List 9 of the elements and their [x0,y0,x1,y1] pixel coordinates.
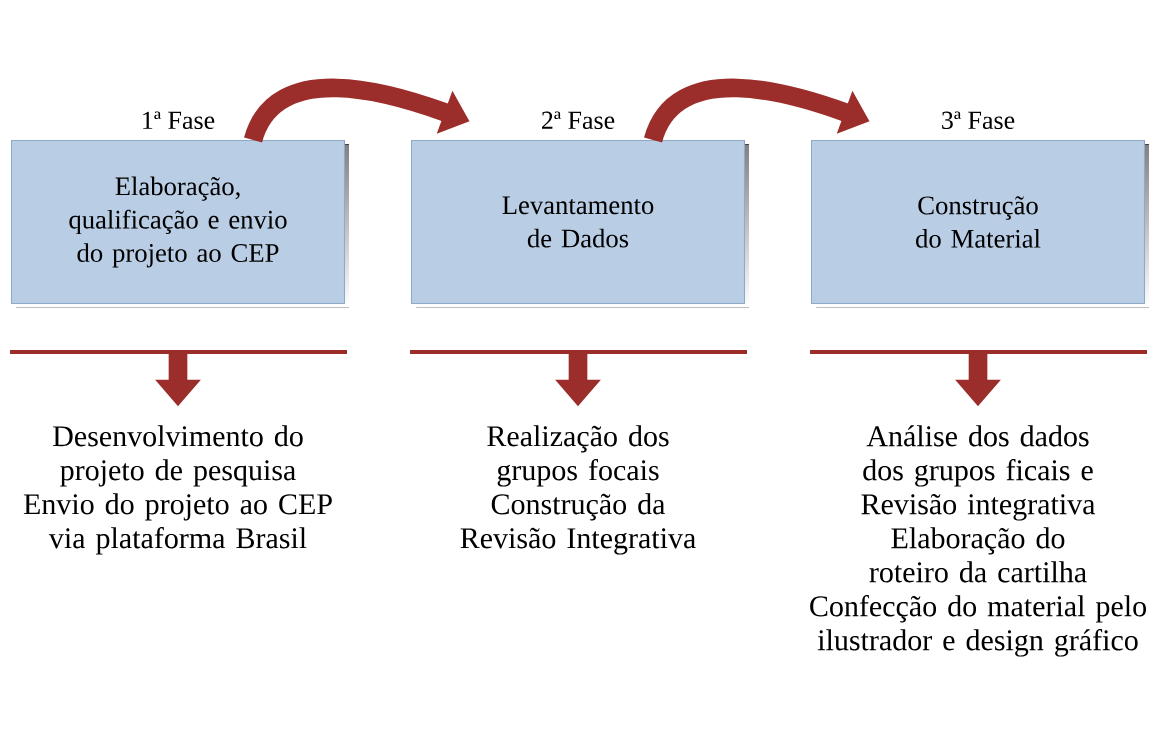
step-text: Análise dos dados dos grupos ficais e Revisão integrativa Elaboração do roteiro da cartilha Confecção do material pelo ilustrador e design gráfico [810,425,1146,657]
phase-heading: 1ª Fase [143,111,215,130]
process-box: Levantamento de Dados [410,139,746,305]
phase-heading: 2ª Fase [542,111,615,130]
step-text: Realização dos grupos focais Construção da Revisão Integrativa [460,425,696,555]
process-box: Elaboração, qualificação e envio do projeto ao CEP [10,139,346,305]
process-box: Construção do Material [810,139,1146,305]
step-text: Desenvolvimento do projeto de pesquisa Envio do projeto ao CEP via plataforma Brasil [23,425,332,555]
phase-heading: 3ª Fase [942,111,1015,130]
